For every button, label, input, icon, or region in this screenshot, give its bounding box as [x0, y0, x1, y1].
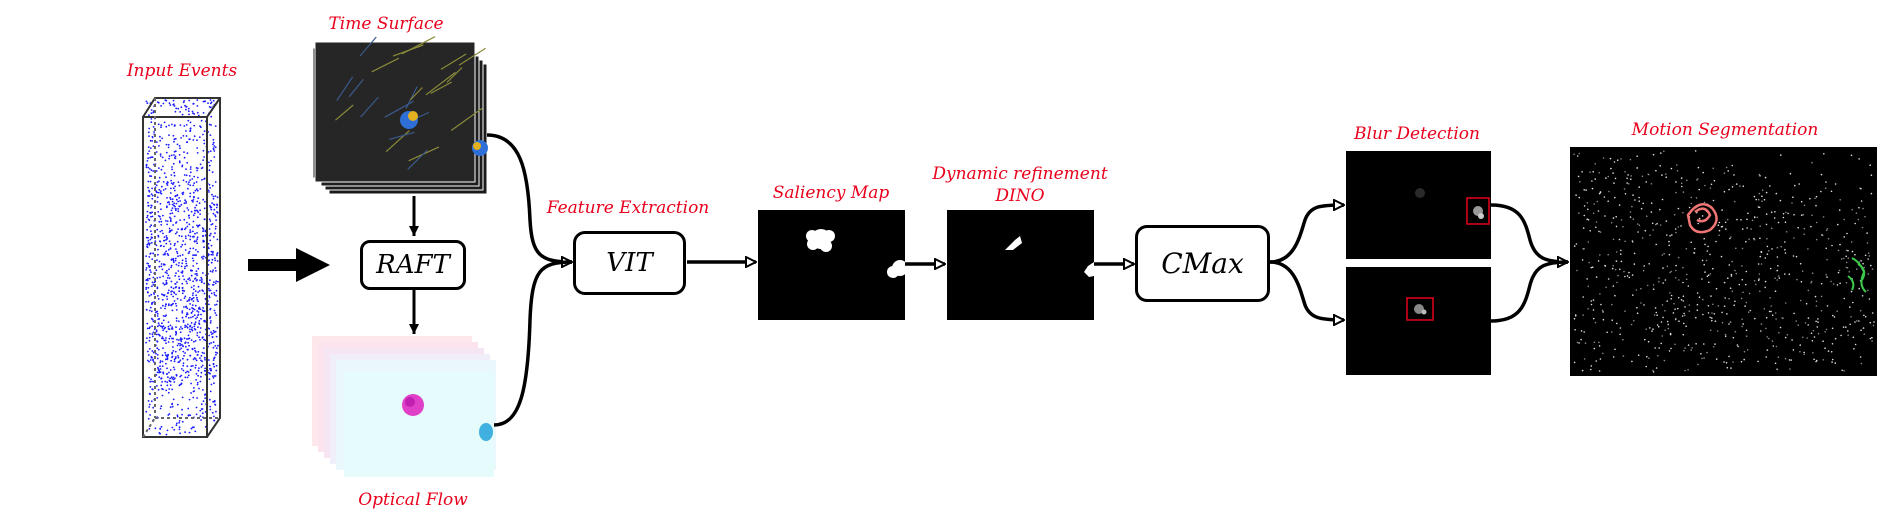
saliency-map-label: Saliency Map: [772, 183, 890, 203]
input-to-processing-arrow: [248, 248, 330, 282]
time-surface-label: Time Surface: [328, 14, 444, 34]
blur-detection-label: Blur Detection: [1354, 124, 1480, 144]
raft-block: RAFT: [360, 240, 466, 290]
dynamic-refinement-label: Dynamic refinement: [932, 164, 1108, 184]
input-events-volume: [142, 97, 221, 438]
vit-block-label: VIT: [606, 248, 653, 278]
input-events-label: Input Events: [126, 61, 238, 81]
motion-segmentation-label: Motion Segmentation: [1631, 120, 1819, 140]
time-surface-stack: [312, 36, 488, 195]
cmax-block-label: CMax: [1161, 247, 1244, 280]
blur-detection-image-bottom: [1346, 267, 1491, 375]
optical-flow-stack: [312, 336, 496, 477]
motion-segmentation-image: [1570, 147, 1877, 376]
dino-label: DINO: [995, 186, 1045, 206]
saliency-map-image: [758, 210, 908, 320]
dino-refinement-image: [947, 210, 1094, 320]
feature-extraction-label: Feature Extraction: [546, 198, 710, 218]
blur-detection-image-top: [1346, 151, 1491, 259]
optical-flow-label: Optical Flow: [358, 490, 468, 510]
cmax-block: CMax: [1135, 225, 1270, 302]
raft-block-label: RAFT: [376, 250, 450, 280]
vit-block: VIT: [573, 231, 686, 295]
